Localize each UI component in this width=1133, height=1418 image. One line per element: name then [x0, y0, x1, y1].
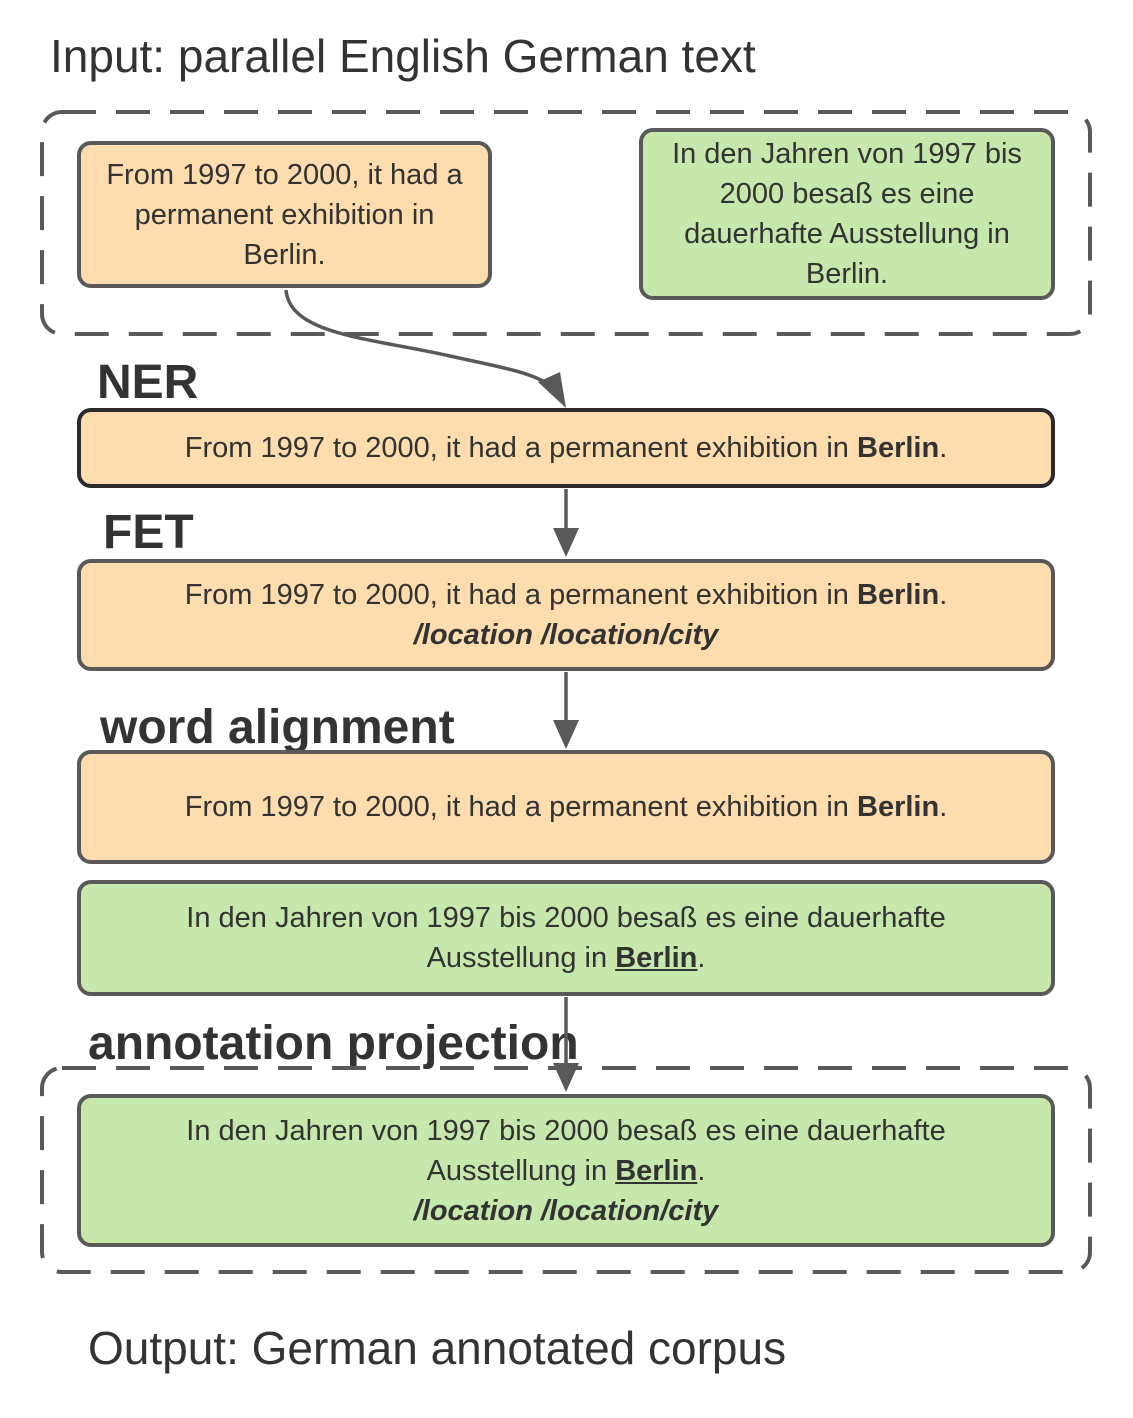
fet-step-label: FET	[103, 506, 194, 559]
fet-sentence: From 1997 to 2000, it had a permanent ex…	[184, 579, 948, 611]
alignment-german-line2: Ausstellung in Berlin.	[426, 942, 706, 974]
fet-type-labels: /location /location/city	[413, 619, 719, 651]
alignment-german-box: In den Jahren von 1997 bis 2000 besaß es…	[77, 880, 1055, 996]
input-english-box: From 1997 to 2000, it had a permanent ex…	[77, 141, 492, 288]
input-group-frame	[40, 110, 1092, 336]
ner-step-label: NER	[97, 356, 199, 409]
alignment-english-box: From 1997 to 2000, it had a permanent ex…	[77, 750, 1055, 864]
alignment-german-line1: In den Jahren von 1997 bis 2000 besaß es…	[186, 902, 946, 934]
input-german-text: In den Jahren von 1997 bis 2000 besaß es…	[672, 138, 1022, 290]
projection-german-line1: In den Jahren von 1997 bis 2000 besaß es…	[186, 1114, 946, 1147]
input-title: Input: parallel English German text	[50, 30, 756, 82]
arrowhead-fet	[553, 528, 579, 557]
projection-german-box: In den Jahren von 1997 bis 2000 besaß es…	[77, 1094, 1055, 1247]
projection-german-line2: Ausstellung in Berlin.	[426, 1154, 706, 1187]
word-alignment-step-label: word alignment	[100, 701, 455, 754]
ner-sentence: From 1997 to 2000, it had a permanent ex…	[184, 432, 948, 464]
input-german-box: In den Jahren von 1997 bis 2000 besaß es…	[639, 128, 1055, 300]
ner-box: From 1997 to 2000, it had a permanent ex…	[77, 408, 1055, 488]
arrowhead-alignment	[553, 720, 579, 749]
annotation-projection-step-label: annotation projection	[88, 1017, 579, 1070]
fet-box: From 1997 to 2000, it had a permanent ex…	[77, 559, 1055, 671]
alignment-german-entity: Berlin	[615, 942, 698, 974]
projection-type-labels: /location /location/city	[413, 1194, 719, 1227]
output-title: Output: German annotated corpus	[88, 1322, 787, 1374]
arrowhead-ner	[538, 372, 566, 408]
ner-entity: Berlin	[857, 432, 940, 464]
projection-german-entity: Berlin	[615, 1154, 698, 1187]
alignment-english-sentence: From 1997 to 2000, it had a permanent ex…	[184, 791, 948, 823]
fet-entity: Berlin	[857, 579, 940, 611]
alignment-english-entity: Berlin	[857, 791, 940, 823]
input-english-text: From 1997 to 2000, it had a permanent ex…	[106, 158, 463, 271]
